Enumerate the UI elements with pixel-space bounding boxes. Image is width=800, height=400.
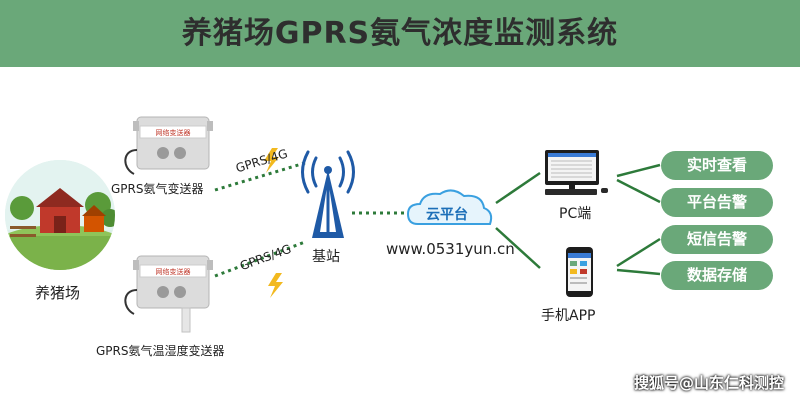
pc-computer-icon — [545, 150, 608, 195]
cloud-platform-icon — [406, 189, 493, 225]
ammonia-transmitter-device: 网络变送器 — [124, 116, 213, 175]
lightning-icon — [264, 148, 279, 173]
title-banner — [0, 0, 800, 67]
fan-line — [616, 268, 661, 276]
fan-line — [616, 163, 661, 178]
cloud-platform-label: 云平台 — [426, 207, 468, 223]
page-title: 养猪场GPRS氨气浓度监测系统 — [181, 16, 619, 51]
tower-label: 基站 — [312, 249, 340, 265]
function-realtime-view: 实时查看 — [661, 151, 773, 180]
lightning-icon — [268, 273, 283, 298]
device-brand-text: 网络变送器 — [156, 267, 191, 276]
fan-line — [616, 178, 661, 204]
phone-label: 手机APP — [541, 308, 596, 324]
function-platform-alarm: 平台告警 — [661, 188, 773, 217]
function-data-storage: 数据存储 — [661, 261, 773, 290]
temp-humidity-transmitter-label: GPRS氨气温湿度变送器 — [96, 344, 225, 358]
watermark: 搜狐号@山东仁科测控 — [633, 374, 784, 392]
bottom-link-line — [214, 240, 306, 278]
temp-humidity-transmitter-device: 网络变送器 — [124, 255, 213, 333]
pig-farm-illustration — [5, 160, 115, 270]
ammonia-transmitter-label: GPRS氨气变送器 — [111, 182, 204, 196]
fan-line — [616, 237, 661, 268]
device-brand-text: 网络变送器 — [156, 128, 191, 137]
function-sms-alarm: 短信告警 — [661, 225, 773, 254]
top-link-line — [214, 161, 306, 192]
platform-url: www.0531yun.cn — [386, 240, 515, 258]
pc-label: PC端 — [559, 206, 592, 222]
farm-label: 养猪场 — [35, 284, 81, 302]
cloud-phone-line — [495, 227, 541, 269]
base-station-tower-icon — [301, 150, 355, 238]
mobile-phone-icon — [566, 247, 593, 297]
cloud-pc-line — [495, 171, 541, 205]
